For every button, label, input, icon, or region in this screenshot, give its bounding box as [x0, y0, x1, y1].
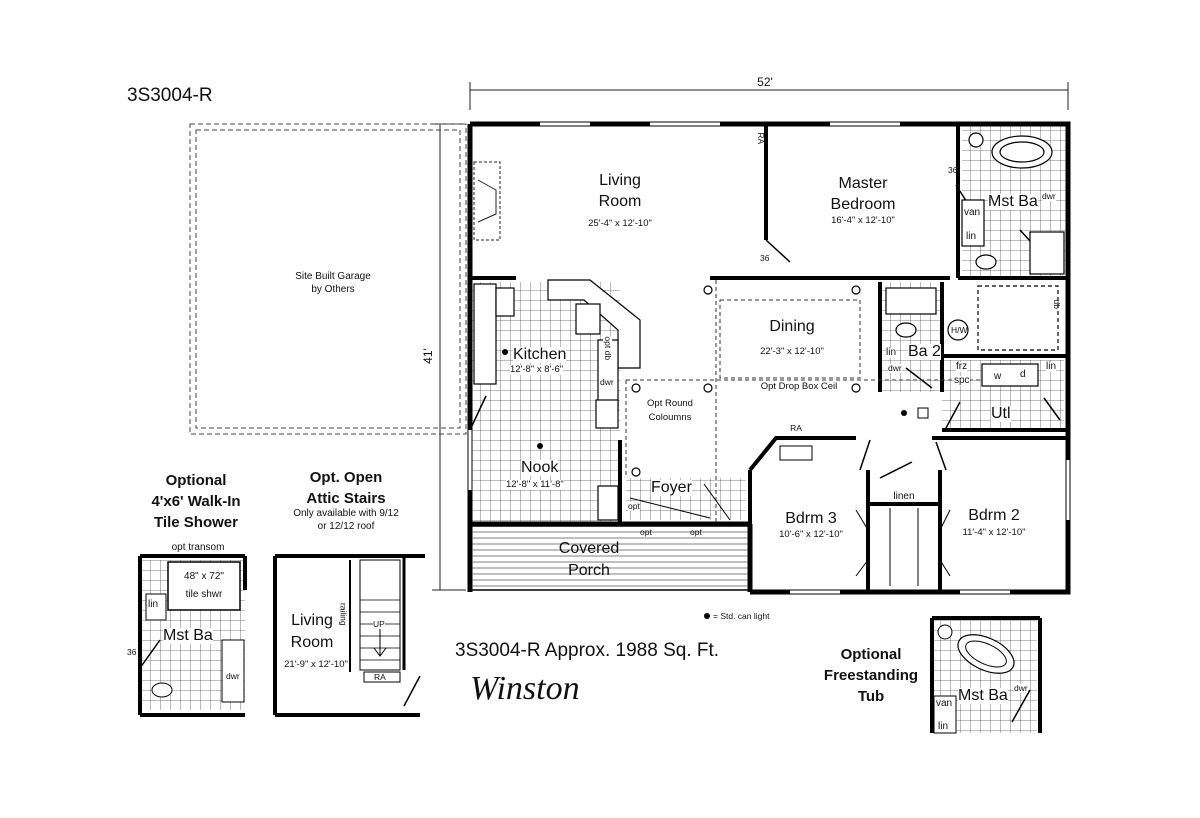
master-bath-dwr: dwr [1042, 191, 1056, 201]
option-shower-door: 36 [127, 647, 137, 657]
depth-dimension-line [432, 123, 466, 591]
living-room-name-line2: Room [598, 193, 642, 210]
master-bedroom-size: 16'-4" x 12'-10" [831, 215, 895, 226]
dining-name: Dining [769, 318, 815, 335]
option-attic-room-line2: Room [290, 634, 334, 651]
option-shower-transom: opt transom [171, 542, 225, 553]
can-light-legend: = Std. can light [713, 611, 770, 621]
bedroom2-size: 11'-4" x 12'-10" [962, 527, 1026, 538]
master-bath-name: Mst Ba [988, 193, 1038, 210]
utility-freezer: frz [956, 361, 968, 372]
depth-dimension: 41' [420, 348, 435, 364]
option-attic-room-line1: Living [291, 612, 333, 629]
closets [779, 445, 951, 586]
option-attic-title-line1: Opt. Open [309, 469, 383, 486]
bedroom3-name: Bdrm 3 [785, 510, 837, 527]
bath2-dwr: dwr [888, 363, 902, 373]
option-shower-title-line1: Optional [165, 472, 227, 489]
return-air-master: RA [756, 132, 767, 145]
width-dimension-line [469, 82, 1069, 110]
garage-label-line2: by Others [311, 284, 355, 295]
option-attic-size: 21'-9" x 12'-10" [284, 659, 348, 670]
kitchen-opt-db: opt db [603, 336, 614, 361]
option-tub-dwr: dwr [1014, 683, 1028, 693]
window-frames [540, 121, 1010, 595]
dining-size: 22'-3" x 12'-10" [760, 346, 824, 357]
plan-summary: 3S3004-R Approx. 1988 Sq. Ft. [455, 640, 720, 661]
bath2-linen: lin [886, 347, 897, 358]
porch-deck [469, 525, 751, 591]
option-tub-room: Mst Ba [958, 687, 1008, 704]
utility-db: db [1051, 299, 1062, 309]
kitchen-dwr: dwr [600, 377, 614, 387]
width-dimension: 52' [757, 75, 773, 89]
garage-label-line1: Site Built Garage [295, 271, 371, 282]
option-attic-title-line2: Attic Stairs [306, 490, 386, 507]
foyer-opt-left: opt [628, 501, 640, 511]
drop-box-ceiling-note: Opt Drop Box Ceil [760, 381, 838, 392]
bedroom3-size: 10'-6" x 12'-10" [779, 529, 843, 540]
option-attic-up: UP [373, 619, 385, 629]
nook-size: 12'-8" x 11'-8" [506, 479, 564, 490]
living-room-size: 25'-4" x 12'-10" [588, 218, 652, 229]
interior-walls [470, 124, 1066, 590]
foyer-details [629, 483, 731, 521]
option-attic-ra: RA [374, 672, 386, 682]
master-bath-linen: lin [966, 231, 977, 242]
utility-dryer: d [1020, 369, 1026, 380]
windows [468, 122, 1070, 594]
master-bath-vanity: van [964, 207, 981, 218]
option-attic-railing: railing [338, 602, 349, 626]
option-tub-vanity: van [936, 698, 953, 709]
round-columns-note-line1: Opt Round [647, 398, 693, 409]
round-columns-note-line2: Coloumns [648, 412, 692, 423]
porch-name-line2: Porch [568, 562, 610, 579]
kitchen-name: Kitchen [513, 346, 567, 363]
fireplace [473, 161, 501, 241]
living-room-name-line1: Living [599, 172, 641, 189]
porch-opt-right: opt [690, 527, 702, 537]
plan-code: 3S3004-R [127, 85, 213, 106]
option-shower-title-line2: 4'x6' Walk-In [151, 493, 241, 510]
master-door: 36 [760, 253, 770, 263]
option-tub-title-line1: Optional [840, 646, 902, 663]
option-shower-tile: tile shwr [185, 589, 223, 600]
utility-linen: lin [1046, 361, 1057, 372]
option-shower-title-line3: Tile Shower [154, 514, 238, 531]
model-name: Winston [470, 670, 580, 707]
utility-washer: w [994, 371, 1002, 382]
water-heater: H/W [951, 325, 968, 335]
kitchen-size: 12'-8" x 8'-6" [510, 364, 564, 375]
option-shower-room: Mst Ba [163, 627, 213, 644]
bath2-name: Ba 2 [908, 343, 941, 360]
round-columns [631, 285, 861, 477]
kitchen-counters [473, 279, 641, 521]
option-attic-note-line2: or 12/12 roof [317, 521, 375, 532]
hall-linen: linen [893, 491, 915, 502]
option-tub-linen: lin [938, 721, 949, 732]
garage-outline [189, 123, 467, 435]
master-bath-door: 36 [948, 165, 958, 175]
master-bedroom-name-line2: Bedroom [830, 196, 896, 213]
drop-box-ceiling [625, 280, 1000, 524]
porch-name-line1: Covered [558, 540, 620, 557]
option-shower-dwr: dwr [226, 671, 240, 681]
option-attic-note-line1: Only available with 9/12 [293, 508, 399, 519]
utility-freezer-space: spc [954, 375, 970, 386]
hvac-register [917, 407, 929, 419]
foyer-name: Foyer [651, 479, 692, 496]
option-tub-title-line2: Freestanding [823, 667, 919, 684]
utility-name: Utl [991, 405, 1011, 422]
porch-opt-left: opt [640, 527, 652, 537]
nook-name: Nook [521, 459, 559, 476]
option-shower-linen: lin [148, 599, 159, 610]
master-bedroom-name-line1: Master [838, 175, 888, 192]
option-shower-size: 48" x 72" [184, 571, 224, 582]
bedroom2-name: Bdrm 2 [968, 507, 1020, 524]
option-tub-title-line3: Tub [857, 688, 885, 705]
return-air-hall: RA [790, 423, 802, 433]
